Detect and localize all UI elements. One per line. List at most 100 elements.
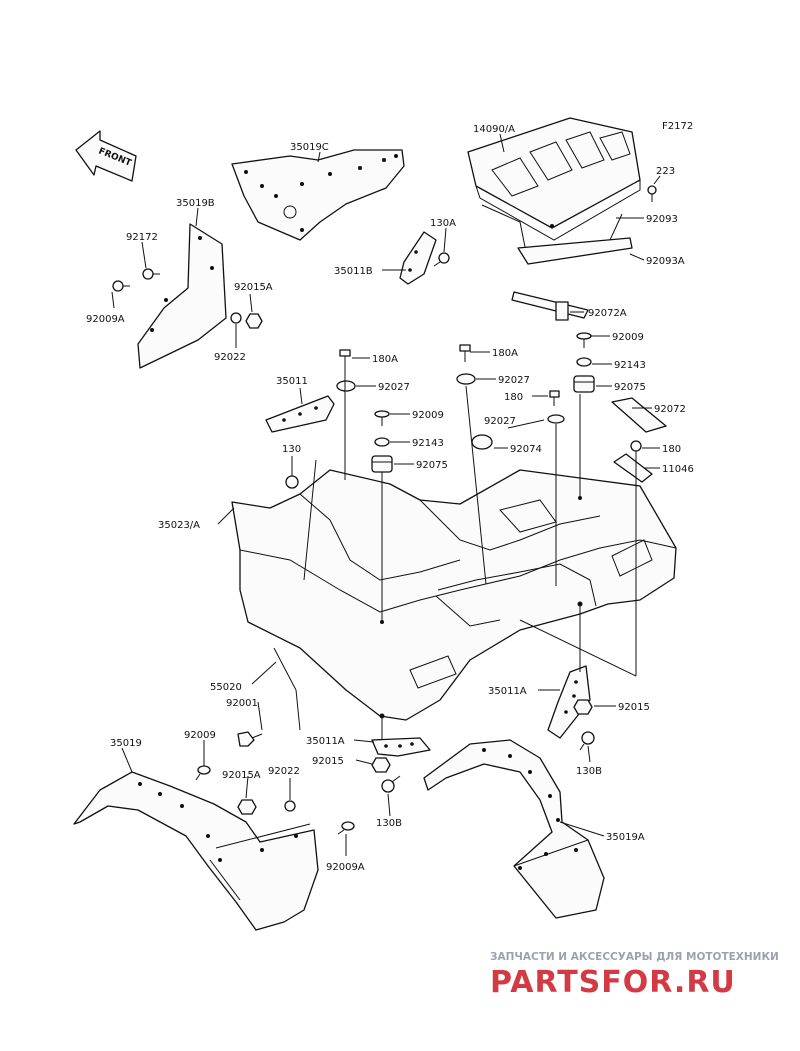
screw-92172 (142, 268, 160, 280)
callout-label: 92009 (184, 730, 216, 741)
bolt-92001 (237, 731, 263, 747)
callout-label: 92015 (312, 756, 344, 767)
nut-92015-center (371, 757, 391, 773)
callout-label: 92027 (498, 375, 530, 386)
callout-label: 35011A (306, 736, 345, 747)
screw-223 (647, 185, 657, 202)
bolt-180-right (630, 440, 642, 460)
damper-92075-center (371, 455, 393, 473)
callout-label: 35019C (290, 142, 329, 153)
callout-label: 92075 (614, 382, 646, 393)
callout-label: 35019 (110, 738, 142, 749)
bolt-130B-right (579, 731, 595, 751)
cap-92074 (471, 434, 493, 450)
callout-label: 92009 (412, 410, 444, 421)
callout-label: 92172 (126, 232, 158, 243)
callout-label: 92015A (222, 770, 261, 781)
callout-label: 14090/A (473, 124, 515, 135)
callout-label: 35023/A (158, 520, 200, 531)
side-cover-35019C (231, 149, 405, 241)
callout-label: 180 (662, 444, 681, 455)
callout-label: 35019B (176, 198, 215, 209)
seal-strip-92093A (517, 237, 633, 265)
callout-label: 92093 (646, 214, 678, 225)
callout-label: 92027 (484, 416, 516, 427)
washer-92022-lower (284, 800, 296, 812)
callout-label: 92009A (86, 314, 125, 325)
callout-label: 130B (376, 818, 402, 829)
bracket-35011A-right (547, 665, 591, 739)
washer-92022-left (230, 312, 242, 324)
front-arrow-icon: FRONT (75, 130, 137, 182)
callout-label: 130B (576, 766, 602, 777)
nut-92015A-left (245, 313, 263, 329)
callout-label: 223 (656, 166, 675, 177)
rod-55020 (273, 647, 301, 731)
washer-92027-left (336, 380, 356, 392)
rear-top-cover (467, 117, 641, 241)
callout-labels: 14090/A 35019C 223 92093 92093A 35019B 1… (86, 124, 694, 873)
screw-92009A-lower (337, 821, 355, 835)
nut-92015A-lower (237, 799, 257, 815)
callout-label: 180A (372, 354, 398, 365)
callout-label: 35019A (606, 832, 645, 843)
callout-label: 92001 (226, 698, 258, 709)
callout-label: 92009A (326, 862, 365, 873)
bracket-35011 (265, 395, 335, 433)
callout-label: 11046 (662, 464, 694, 475)
callout-label: 92143 (412, 438, 444, 449)
bolt-92009-right (576, 332, 592, 348)
callout-label: 92009 (612, 332, 644, 343)
callout-label: 92093A (646, 256, 685, 267)
callout-label: 180 (504, 392, 523, 403)
rear-fender-35023 (231, 469, 677, 721)
nut-92015-right (573, 699, 593, 715)
callout-label: 35011A (488, 686, 527, 697)
callout-label: 92143 (614, 360, 646, 371)
callout-label: 92072 (654, 404, 686, 415)
leader-lines (111, 133, 661, 856)
callout-label: 130 (282, 444, 301, 455)
washer-92027-right (547, 414, 565, 424)
bolt-180-center (549, 390, 560, 406)
bolt-92009-lower (195, 765, 211, 781)
callout-label: 130A (430, 218, 456, 229)
washer-92027-center (456, 373, 476, 385)
bolt-180A-center (459, 344, 471, 362)
bracket-35011A-center (371, 737, 431, 757)
bolt-130B-center (381, 775, 401, 793)
mud-guard-35019 (73, 771, 319, 931)
bolt-130A-top (433, 252, 450, 267)
callout-label: 92074 (510, 444, 542, 455)
bracket-35019B (137, 223, 227, 369)
callout-label: 92075 (416, 460, 448, 471)
callout-label: 55020 (210, 682, 242, 693)
callout-label: 35011B (334, 266, 373, 277)
callout-label: 92015 (618, 702, 650, 713)
bolt-92009-center (374, 410, 390, 426)
callout-label: 92027 (378, 382, 410, 393)
screw-92009A-left (112, 280, 130, 292)
callout-label: 35011 (276, 376, 308, 387)
figure-code: F2172 (662, 121, 693, 132)
washer-92143-right (576, 357, 592, 367)
watermark: ЗАПЧАСТИ И АКСЕССУАРЫ ДЛЯ МОТОТЕХНИКИ PA… (490, 951, 779, 1000)
mud-guard-35019A (423, 739, 605, 919)
pad-92072 (611, 397, 667, 433)
pad-92072A (511, 291, 589, 319)
callout-label: 92022 (268, 766, 300, 777)
callout-label: 180A (492, 348, 518, 359)
watermark-logo: PARTSFOR.RU (490, 965, 736, 1000)
watermark-subtitle: ЗАПЧАСТИ И АКСЕССУАРЫ ДЛЯ МОТОТЕХНИКИ (490, 951, 779, 963)
washer-92143-center (374, 437, 390, 447)
bracket-35011B (399, 231, 437, 285)
callout-label: 92072A (588, 308, 627, 319)
clip-92072A (555, 301, 569, 321)
bolt-180A-left (339, 349, 351, 368)
callout-label: 92015A (234, 282, 273, 293)
callout-label: 92022 (214, 352, 246, 363)
damper-92075-right (573, 375, 595, 393)
clip-11046 (613, 453, 653, 483)
